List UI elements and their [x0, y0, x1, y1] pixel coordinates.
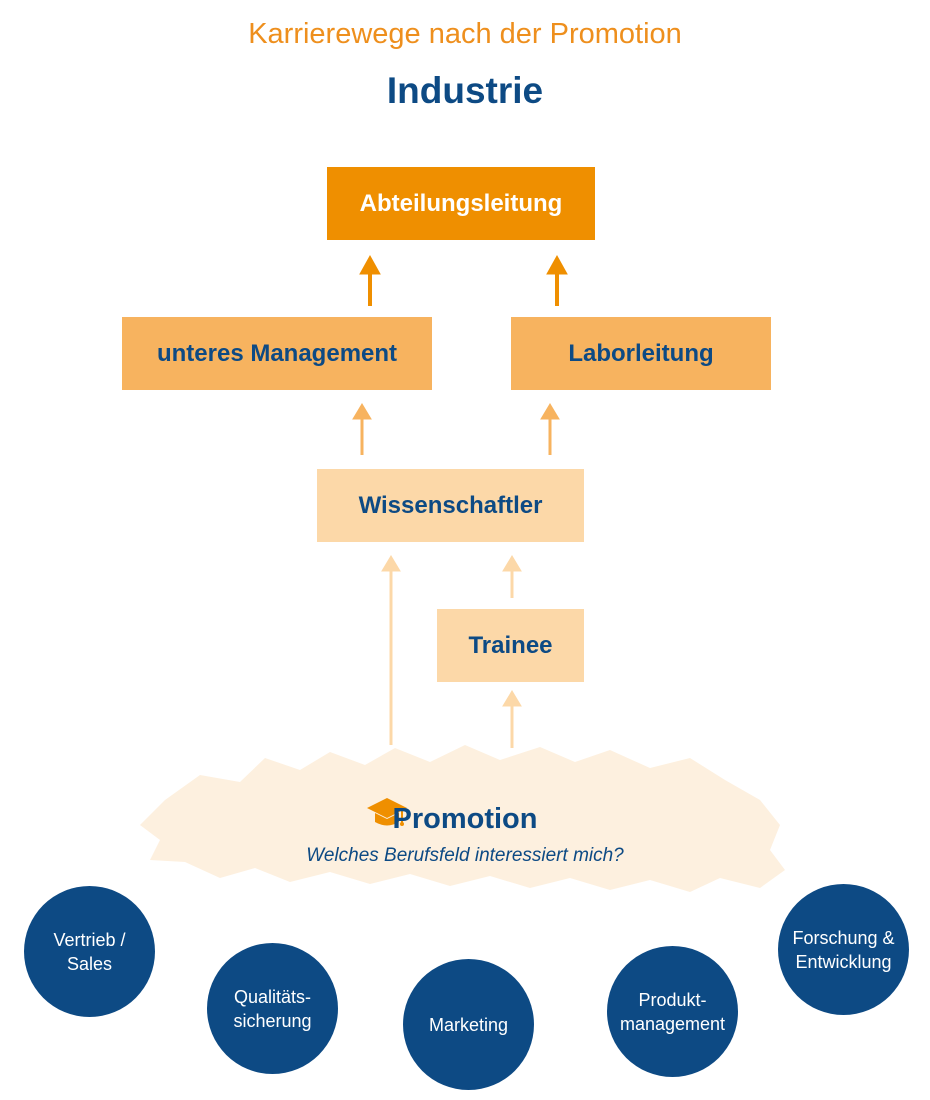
- field-circle-forschung: Forschung & Entwicklung: [778, 884, 909, 1015]
- box-unteres-management: unteres Management: [122, 317, 432, 390]
- promotion-label: Promotion: [392, 803, 538, 835]
- page-subtitle: Karrierewege nach der Promotion: [248, 18, 682, 50]
- arrow-wissenschaftler-to-labor: [540, 403, 560, 455]
- field-circle-marketing: Marketing: [403, 959, 534, 1090]
- box-abteilungsleitung: Abteilungsleitung: [327, 167, 595, 240]
- arrow-wissenschaftler-to-management: [352, 403, 372, 455]
- arrow-promotion-to-trainee: [502, 690, 522, 748]
- arrow-management-to-abteilung: [359, 254, 381, 306]
- field-circle-produktmanagement: Produkt- management: [607, 946, 738, 1077]
- page-title: Industrie: [386, 70, 544, 111]
- arrow-labor-to-abteilung: [546, 254, 568, 306]
- field-circle-vertrieb: Vertrieb / Sales: [24, 886, 155, 1017]
- arrow-trainee-to-wissenschaftler: [502, 555, 522, 598]
- box-laborleitung: Laborleitung: [511, 317, 771, 390]
- arrow-promotion-to-wissenschaftler: [381, 555, 401, 745]
- box-wissenschaftler: Wissenschaftler: [317, 469, 584, 542]
- box-trainee: Trainee: [437, 609, 584, 682]
- field-circle-qualitaetssicherung: Qualitäts- sicherung: [207, 943, 338, 1074]
- graduation-cap-icon: [367, 798, 407, 826]
- promotion-cloud: [140, 745, 785, 892]
- promotion-question: Welches Berufsfeld interessiert mich?: [306, 845, 624, 866]
